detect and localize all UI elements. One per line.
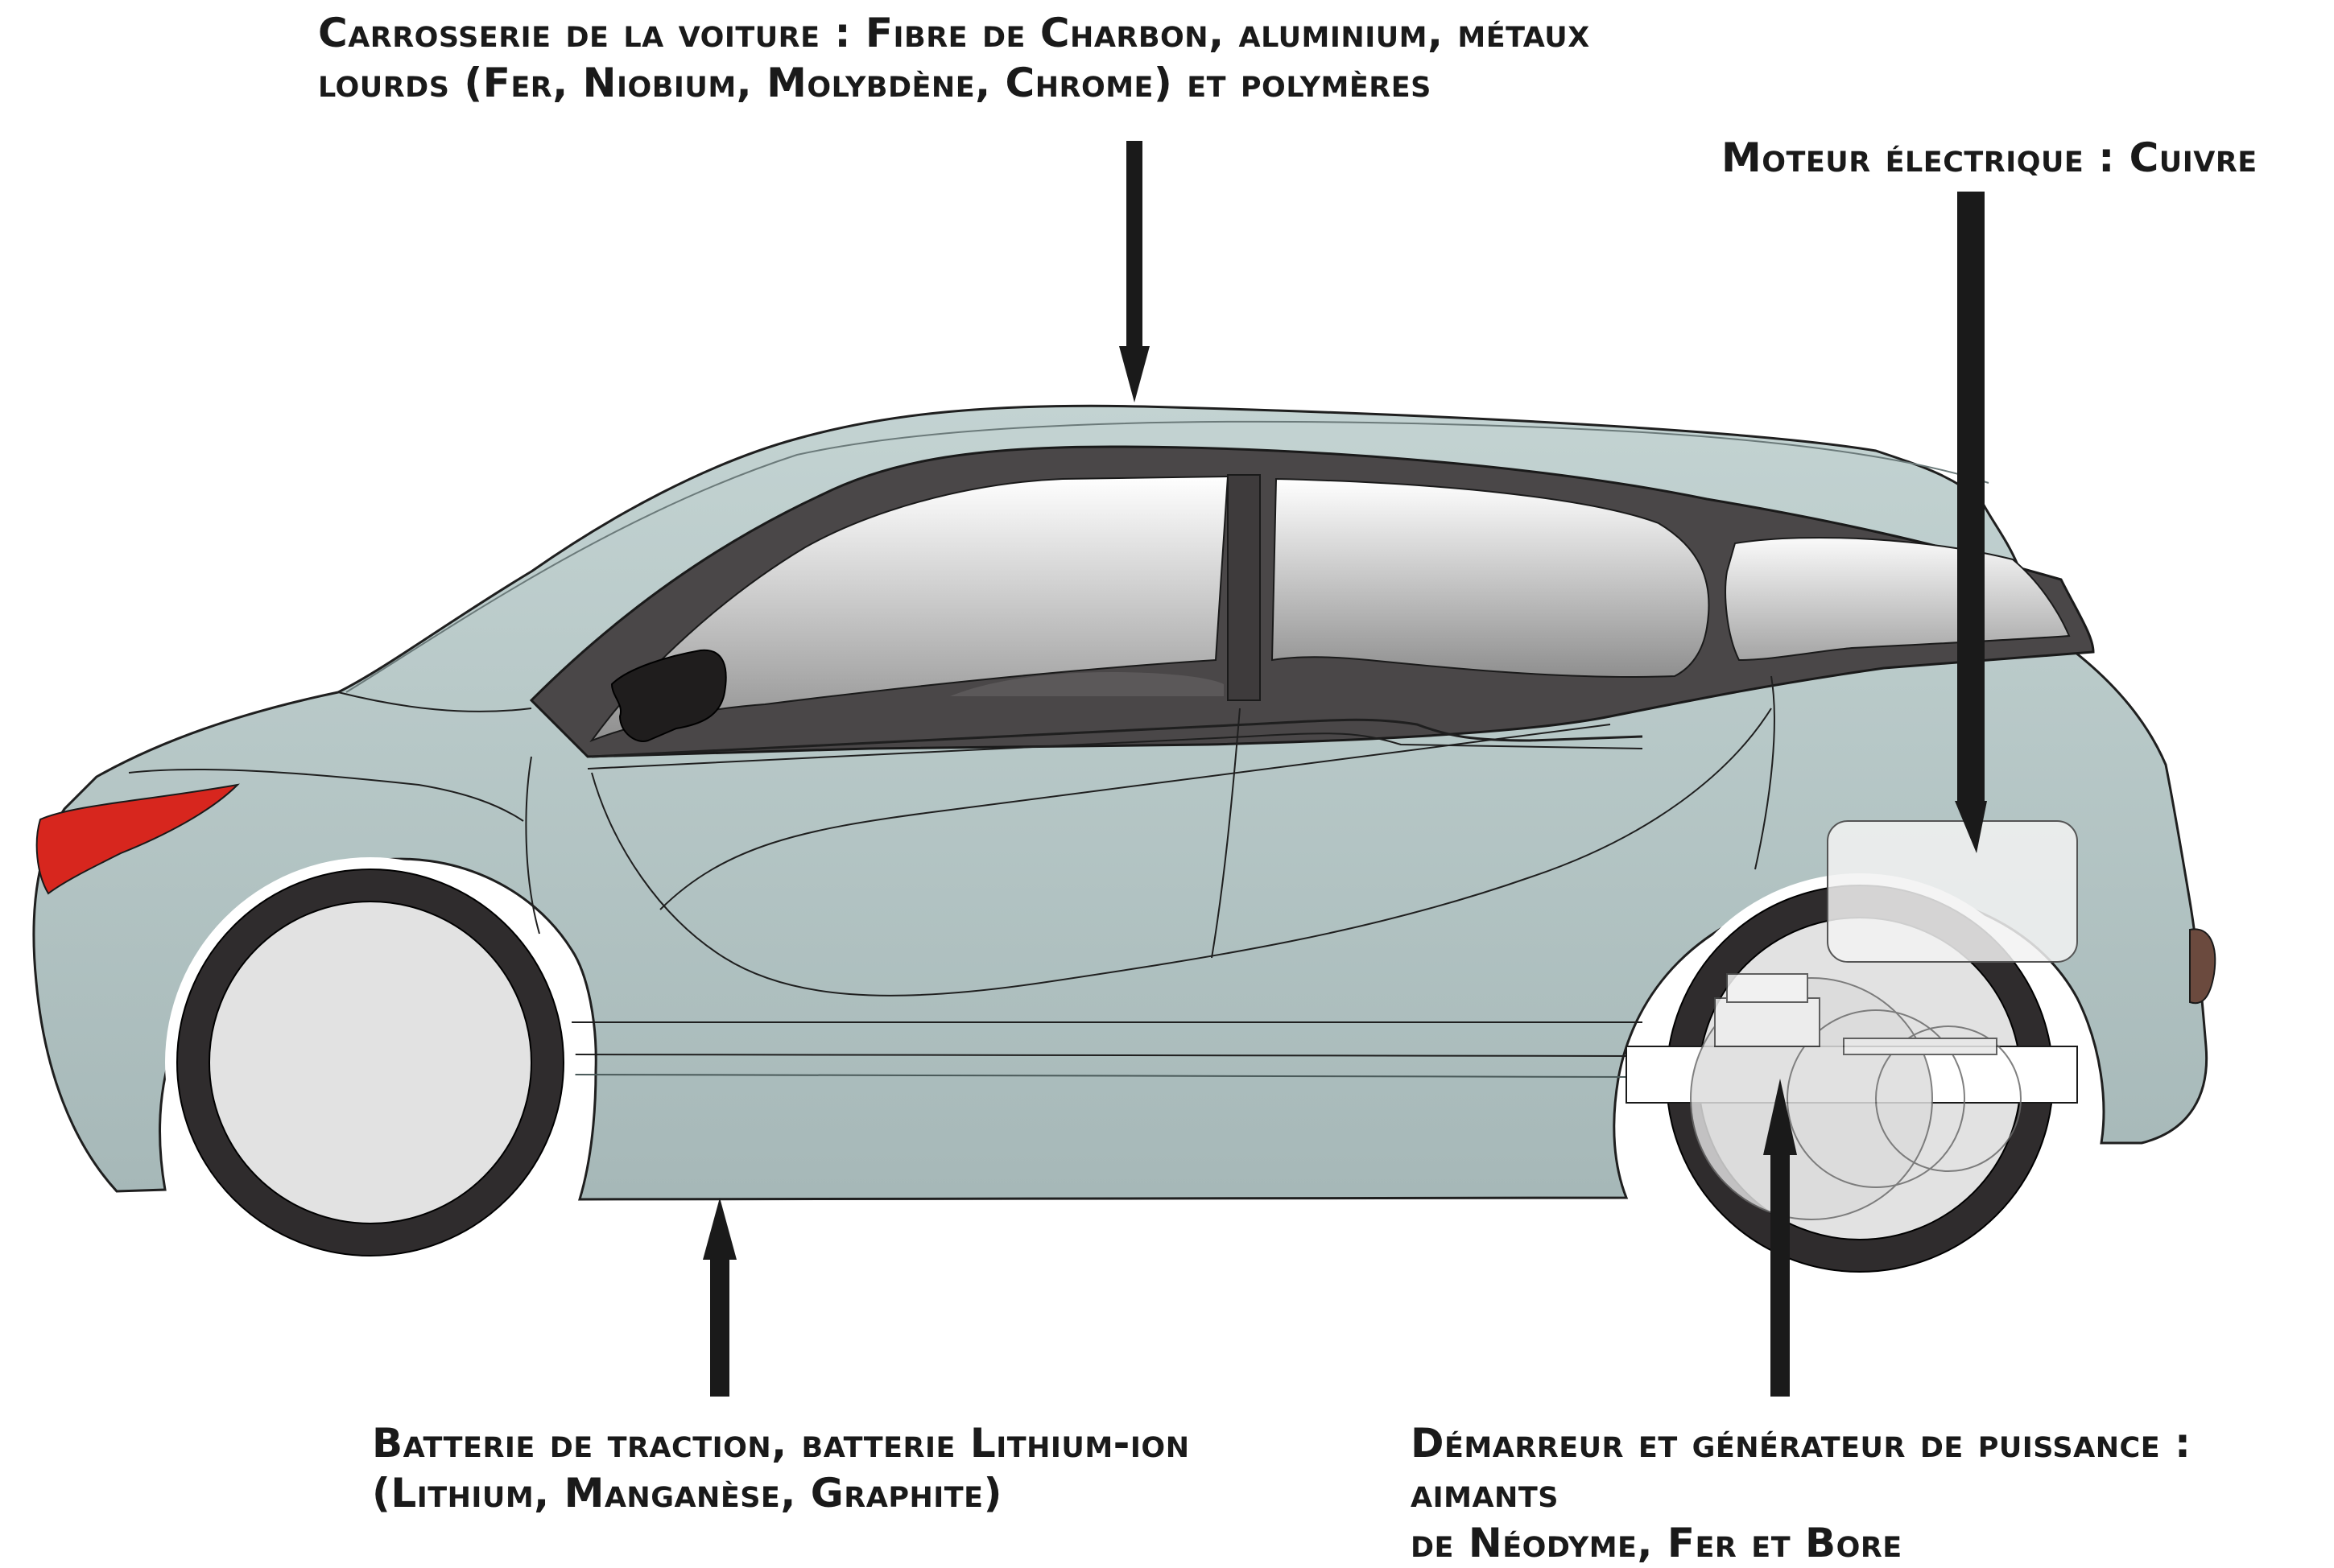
arrow-car-body [1119, 141, 1150, 402]
arrow-traction-battery [703, 1198, 737, 1397]
roof-line [345, 420, 1989, 693]
belt-line-lower [587, 732, 1643, 770]
rocker-lower-line [572, 1054, 1643, 1057]
label-traction-battery: Batterie de traction, batterie Lithium-i… [372, 1418, 1298, 1518]
electric-motor-block [1827, 820, 2078, 963]
label-car-body: Carrosserie de la voiture : Fibre de Cha… [318, 8, 1606, 108]
front-wheel [165, 857, 576, 1268]
headlight [35, 783, 240, 895]
front-door-cut [1211, 708, 1241, 959]
b-pillar [1227, 474, 1261, 701]
front-fender-cut [525, 756, 540, 935]
belt-line [591, 718, 1643, 758]
label-electric-motor-line1: Moteur électrique : Cuivre [1721, 134, 2258, 181]
front-hub [209, 901, 532, 1224]
rear-door-cut [1754, 675, 1775, 870]
label-starter-generator-line1: Démarreur et générateur de puissance : a… [1411, 1420, 2191, 1516]
rear-door-glass [1270, 477, 1710, 678]
interior-seat [950, 672, 1224, 696]
door-sweep-line [591, 708, 1772, 997]
door-sweep-line-2 [659, 724, 1611, 910]
hood-line-2 [128, 768, 524, 822]
label-car-body-line2: lourds (Fer, Niobium, Molybdène, Chrome)… [318, 60, 1431, 106]
label-traction-battery-line2: (Lithium, Manganèse, Graphite) [372, 1470, 1002, 1516]
tail-light [2189, 928, 2216, 1005]
hood-line [337, 691, 532, 712]
label-car-body-line1: Carrosserie de la voiture : Fibre de Cha… [318, 10, 1590, 56]
rocker-mid-line [572, 1074, 1643, 1078]
arrow-electric-motor [1955, 192, 1987, 853]
side-mirror [610, 649, 727, 742]
label-electric-motor: Moteur électrique : Cuivre [1721, 133, 2333, 183]
arrow-starter-generator [1763, 1079, 1797, 1397]
starter-generator-unit [1690, 973, 2022, 1220]
label-traction-battery-line1: Batterie de traction, batterie Lithium-i… [372, 1420, 1190, 1467]
